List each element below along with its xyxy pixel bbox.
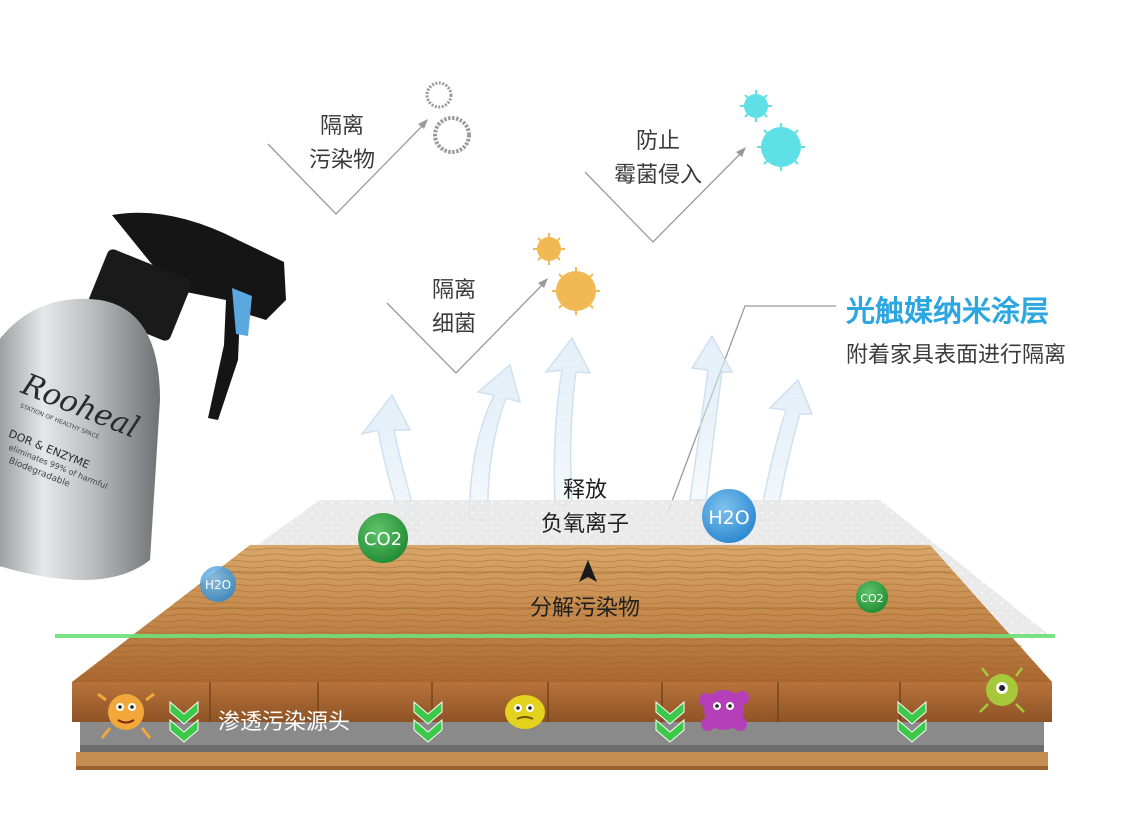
callout-text: 隔离 <box>319 114 364 139</box>
callout-text: 防止 <box>635 129 680 154</box>
rising-airflow-arrows <box>360 334 814 531</box>
release-ions-label: 释放 负氧离子 <box>520 474 650 542</box>
callout-line-bacteria <box>386 280 547 374</box>
release-text: 释放 <box>562 478 607 503</box>
co2-label-small: CO2 <box>860 592 883 605</box>
callout-line-mold <box>584 149 745 243</box>
h2o-molecule-large <box>702 489 756 543</box>
callout-text: 霉菌侵入 <box>613 163 702 188</box>
headline: 光触媒纳米涂层 <box>846 294 1050 328</box>
germ-orange-icon <box>97 692 155 739</box>
callout-line-coating <box>667 305 836 513</box>
germ-purple-icon <box>699 690 749 731</box>
callout-prevent-mold: 防止 霉菌侵入 <box>600 125 716 193</box>
spray-bottle: Rooheal STATION OF HEALTHY SPACE DOR & E… <box>0 212 286 580</box>
co2-molecule-small <box>856 581 888 613</box>
co2-label-large: CO2 <box>364 529 402 550</box>
pollutant-particle-icon <box>425 81 471 154</box>
callout-arrowhead <box>736 147 746 157</box>
mold-spore-spikes <box>740 90 805 171</box>
bottom-board <box>76 752 1048 770</box>
wood-grain <box>72 545 1052 682</box>
penetrate-label: 渗透污染源头 <box>218 710 351 735</box>
germ-yellow-icon <box>505 695 545 729</box>
h2o-label-large: H2O <box>708 507 749 529</box>
callout-isolate-bacteria: 隔离 细菌 <box>410 274 498 342</box>
release-text: 负氧离子 <box>540 512 629 537</box>
penetration-arrow-icon <box>169 700 927 743</box>
callout-text: 细菌 <box>431 312 476 337</box>
up-arrow-icon <box>579 560 597 582</box>
germ-green-icon <box>979 667 1025 713</box>
base-layer-shade <box>80 745 1044 752</box>
h2o-label-small: H2O <box>205 578 231 592</box>
subline: 附着家具表面进行隔离 <box>846 343 1067 368</box>
callout-text: 污染物 <box>308 148 375 173</box>
callout-line-pollutants <box>267 121 427 215</box>
callout-text: 隔离 <box>431 278 476 303</box>
callout-arrowhead <box>538 278 548 288</box>
co2-molecule-large <box>358 513 408 563</box>
bacteria-spikes <box>533 233 600 315</box>
callout-arrowhead <box>418 119 428 129</box>
bottom-board-shade <box>76 766 1048 770</box>
decompose-label: 分解污染物 <box>529 596 640 621</box>
h2o-molecule-small <box>200 566 236 602</box>
wood-cross-section <box>72 682 1052 722</box>
callout-isolate-pollutants: 隔离 污染物 <box>298 110 386 178</box>
